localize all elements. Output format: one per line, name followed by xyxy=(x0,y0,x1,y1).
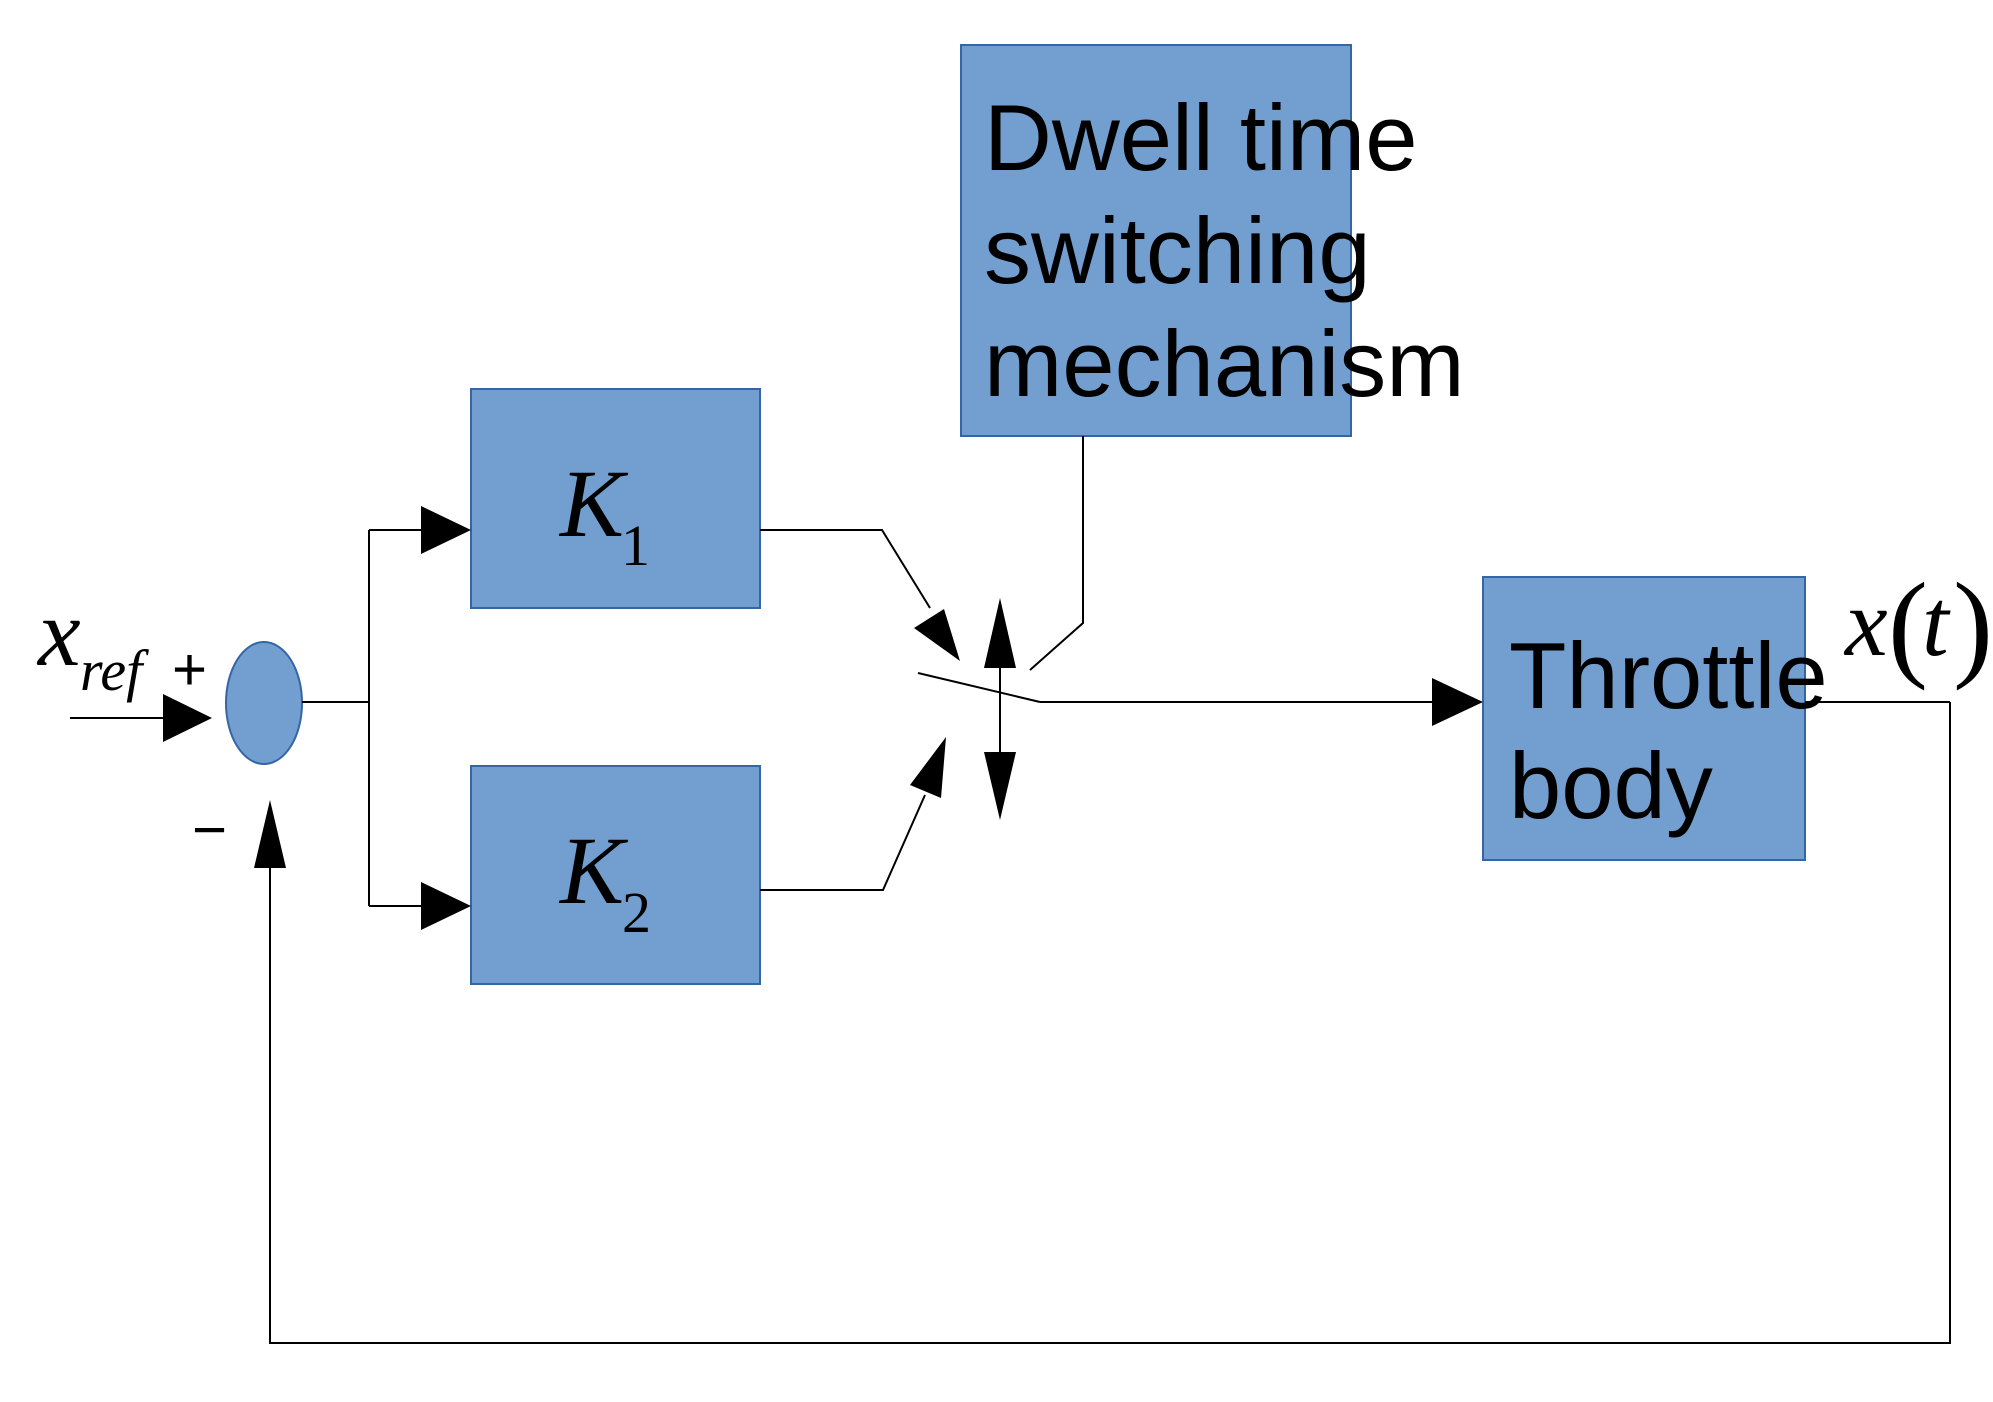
output-close-paren: ) xyxy=(1953,558,1993,691)
k2-subscript: 2 xyxy=(622,880,651,945)
input-signal-subscript: ref xyxy=(80,638,149,703)
k1-label: K xyxy=(558,450,629,557)
k1-subscript: 1 xyxy=(621,513,650,578)
dwell-time-switching-block xyxy=(960,44,1352,437)
k2-output-wire xyxy=(760,794,926,891)
k2-block xyxy=(470,765,761,985)
feedback-arrowhead xyxy=(254,800,286,868)
throttle-block-line-2: body xyxy=(1509,733,1713,838)
switch-blade xyxy=(917,672,1041,703)
summing-junction xyxy=(225,641,303,765)
feedback-wire xyxy=(269,702,1951,1344)
input-arrowhead xyxy=(163,694,212,742)
k1-switch-arrowhead xyxy=(914,609,960,661)
output-signal-symbol: x xyxy=(1843,569,1888,676)
switch-up-arrowhead xyxy=(984,598,1016,668)
throttle-body-block xyxy=(1482,576,1806,861)
dwell-block-line-3: mechanism xyxy=(984,311,1465,416)
k1-block xyxy=(470,388,761,609)
switch-down-arrowhead xyxy=(984,752,1016,820)
throttle-input-arrowhead xyxy=(1432,678,1483,726)
output-open-paren: ( xyxy=(1888,558,1928,691)
minus-sign: − xyxy=(192,796,227,863)
dwell-block-line-1: Dwell time xyxy=(984,85,1418,190)
k2-switch-arrowhead xyxy=(910,737,946,798)
output-signal-argument: t xyxy=(1922,569,1951,676)
dwell-control-wire xyxy=(1029,436,1084,671)
k1-output-wire xyxy=(760,529,931,609)
plus-sign: + xyxy=(172,636,207,703)
dwell-block-line-2: switching xyxy=(984,198,1371,303)
k2-label: K xyxy=(558,817,629,924)
input-signal-symbol: x xyxy=(36,579,81,686)
k1-input-arrowhead xyxy=(421,506,471,554)
k2-input-arrowhead xyxy=(421,882,471,930)
throttle-block-line-1: Throttle xyxy=(1509,623,1828,728)
